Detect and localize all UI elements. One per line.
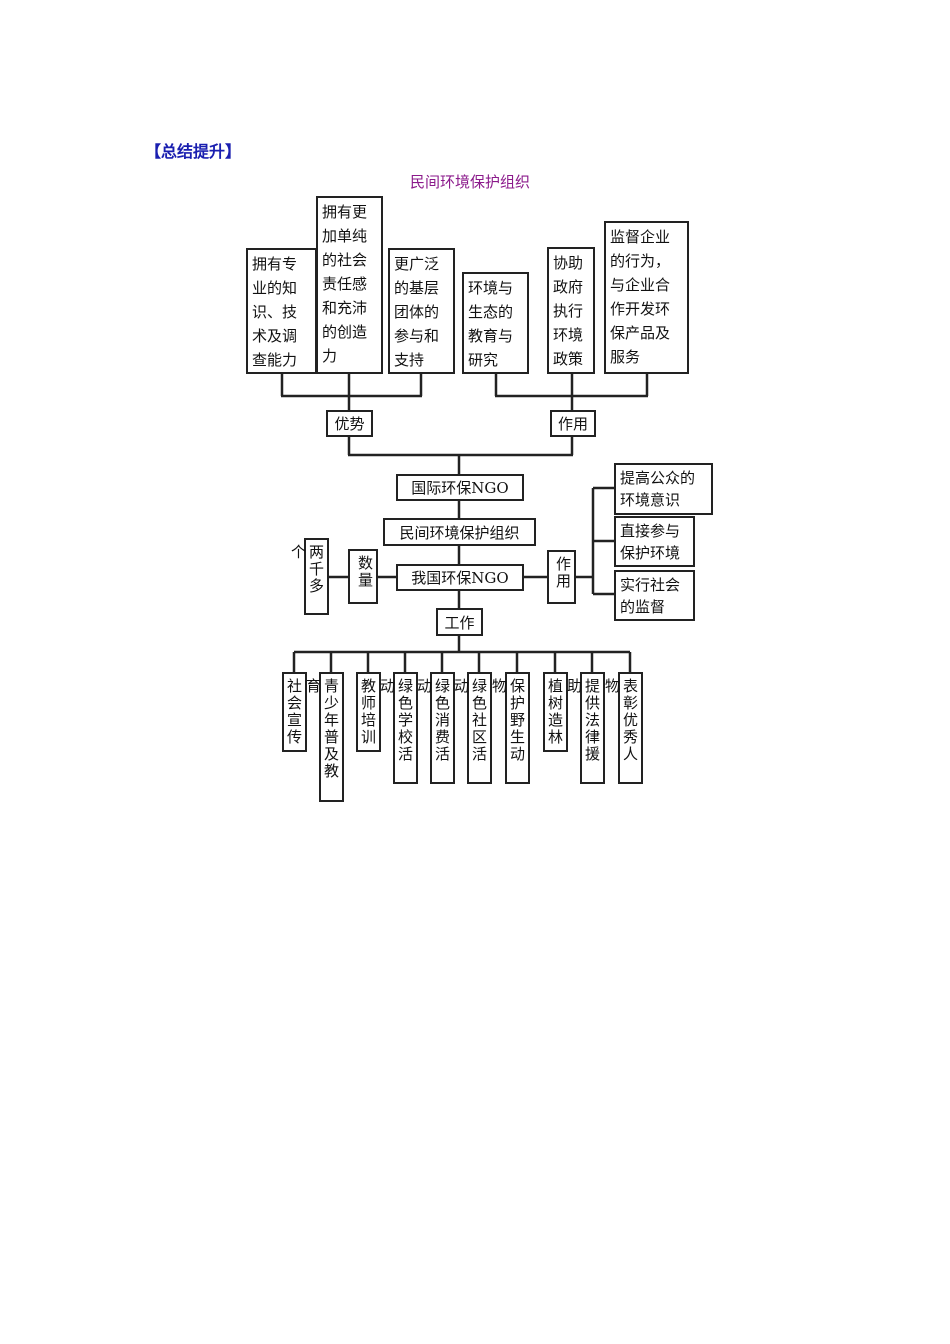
section-heading: 【总结提升】 [145, 142, 242, 161]
advantages-label: 优势 [326, 410, 373, 437]
quantity-value: 两千多个 [289, 538, 329, 615]
domestic-role-box: 直接参与保护环境 [614, 516, 695, 567]
diagram-title: 民间环境保护组织 [410, 173, 531, 191]
advantage-box: 拥有专业的知识、技术及调查能力 [246, 248, 317, 374]
domestic-role-box: 实行社会的监督 [614, 570, 695, 621]
roles-domestic-label: 作用 [547, 550, 576, 604]
work-item: 绿色学校活动 [378, 672, 418, 784]
role-box: 监督企业的行为，与企业合作开发环保产品及服务 [604, 221, 689, 374]
work-item: 青少年普及教育 [304, 672, 344, 802]
quantity-label: 数量 [348, 549, 378, 604]
advantage-box: 拥有更加单纯的社会责任感和充沛的创造力 [316, 196, 383, 374]
advantage-box: 更广泛的基层团体的参与和支持 [388, 248, 455, 374]
work-item: 绿色消费活动 [415, 672, 455, 784]
work-item: 教师培训 [356, 672, 381, 752]
work-item: 社会宣传 [282, 672, 307, 752]
work-item: 绿色社区活动 [452, 672, 492, 784]
work-item: 提供法律援助 [565, 672, 605, 784]
work-item: 保护野生动物 [490, 672, 530, 784]
role-box: 环境与生态的教育与研究 [462, 272, 529, 374]
roles-intl-label: 作用 [550, 410, 596, 437]
domestic-role-box: 提高公众的环境意识 [614, 463, 713, 515]
work-item: 表彰优秀人物 [603, 672, 643, 784]
intl-ngo-box: 国际环保NGO [396, 474, 524, 501]
work-item: 植树造林 [543, 672, 568, 752]
work-label: 工作 [436, 608, 483, 636]
domestic-ngo-box: 我国环保NGO [396, 564, 524, 591]
role-box: 协助政府执行环境政策 [547, 247, 595, 374]
center-box: 民间环境保护组织 [383, 518, 536, 546]
